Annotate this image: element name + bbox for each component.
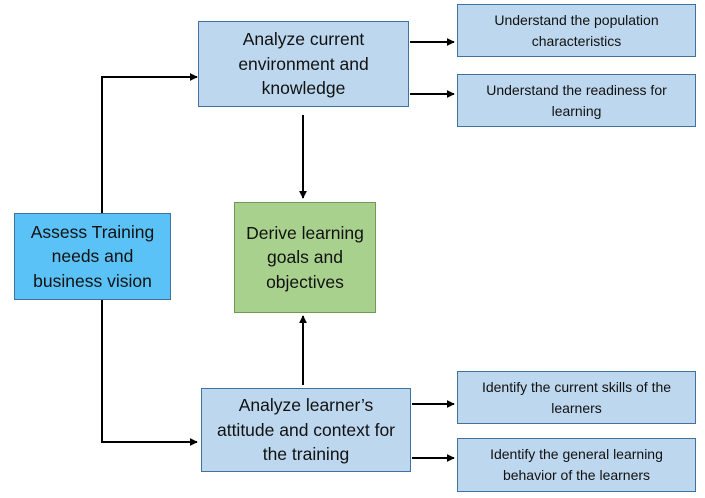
analyze-environment-label: Analyze current environment and knowledg… — [238, 29, 369, 99]
assess-training-needs-node: Assess Training needs and business visio… — [14, 213, 171, 300]
population-characteristics-node: Understand the population characteristic… — [457, 4, 696, 57]
learning-behavior-node: Identify the general learning behavior o… — [457, 438, 696, 492]
current-skills-node: Identify the current skills of the learn… — [457, 371, 696, 424]
learning-behavior-label: Identify the general learning behavior o… — [490, 446, 663, 483]
derive-goals-label: Derive learning goals and objectives — [246, 222, 364, 292]
analyze-learner-node: Analyze learner’s attitude and context f… — [201, 388, 411, 472]
edge-assess-to-analyze-learner — [101, 300, 198, 446]
analyze-learner-label: Analyze learner’s attitude and context f… — [216, 395, 396, 465]
edge-assess-to-analyze-environment — [101, 73, 198, 213]
population-characteristics-label: Understand the population characteristic… — [494, 11, 659, 49]
readiness-for-learning-label: Understand the readiness for learning — [486, 81, 667, 119]
analyze-environment-node: Analyze current environment and knowledg… — [198, 21, 409, 107]
assess-training-needs-label: Assess Training needs and business visio… — [30, 221, 155, 291]
derive-goals-node: Derive learning goals and objectives — [234, 202, 376, 313]
current-skills-label: Identify the current skills of the learn… — [481, 378, 672, 416]
readiness-for-learning-node: Understand the readiness for learning — [457, 74, 696, 127]
